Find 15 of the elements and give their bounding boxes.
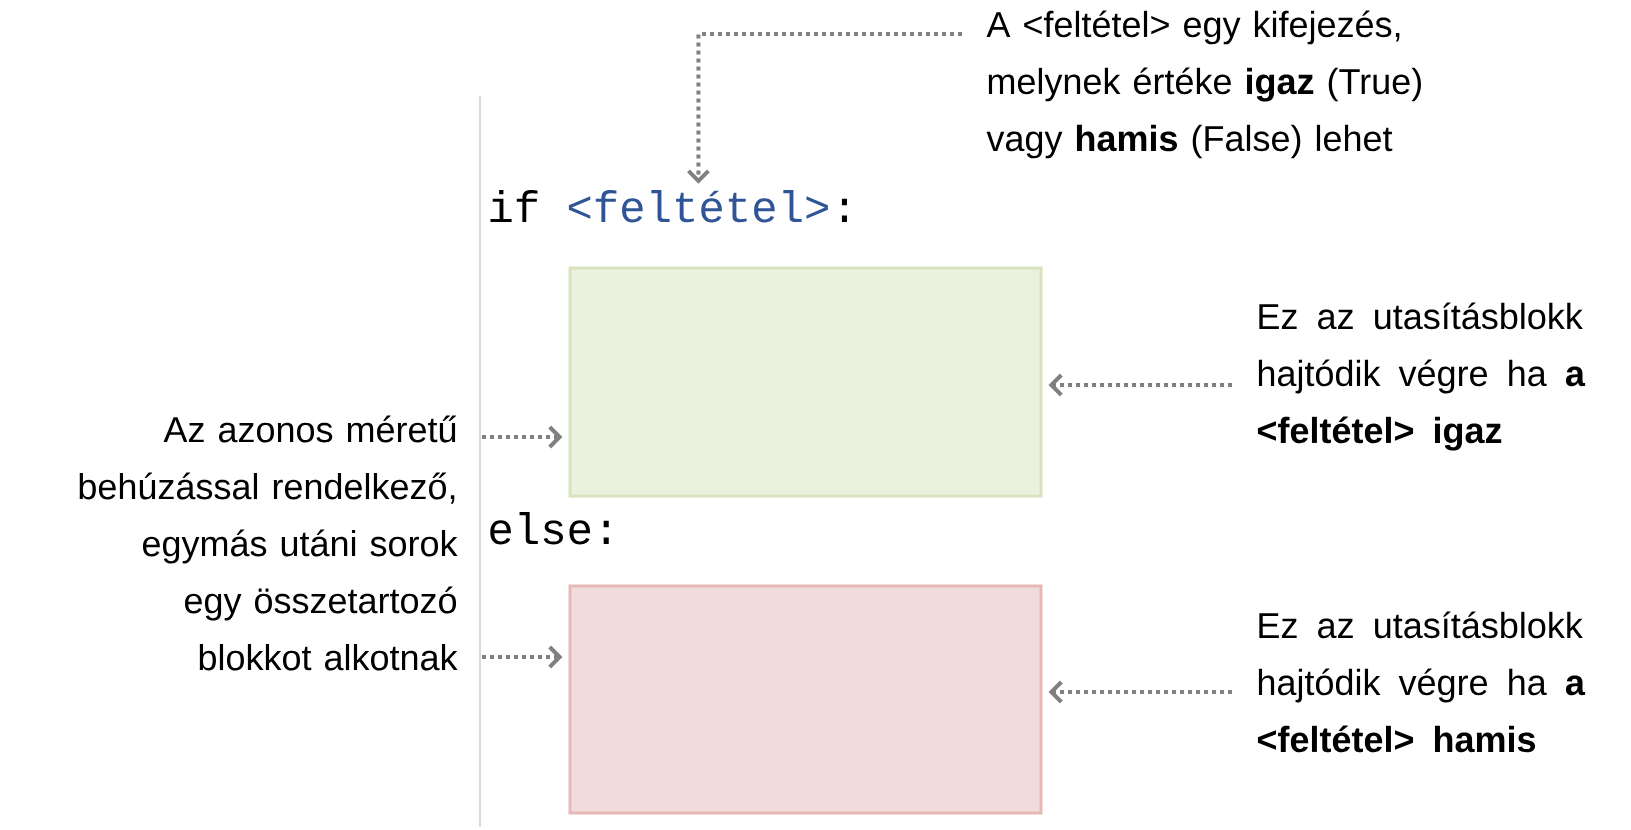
leader-arrow <box>1048 373 1232 397</box>
explanation-text: Ez az utasításblokk hajtódik végre ha a <feltétel> igaz <box>1257 302 1586 451</box>
block-box <box>568 584 1043 815</box>
leader-arrow <box>687 32 962 184</box>
leader-arrow <box>482 425 563 449</box>
leader-arrow <box>482 645 563 669</box>
explanation-text: Ez az utasításblokk hajtódik végre ha a <feltétel> hamis <box>1257 611 1586 753</box>
explanation-text: Az azonos méretű behúzással rendelkező, egymás utáni sorok egy összetartozó blokkot alkotnak <box>79 415 458 671</box>
code-text: <feltétel> <box>568 190 828 223</box>
code-keyword: if <box>490 190 538 222</box>
code-keyword: : <box>841 198 847 222</box>
block-box <box>568 266 1043 498</box>
code-keyword: else: <box>490 512 609 545</box>
leader-arrow <box>1048 680 1232 704</box>
explanation-text: A <feltétel> egy kifejezés, melynek értéke igaz (True) vagy hamis (False) lehet <box>986 10 1421 159</box>
